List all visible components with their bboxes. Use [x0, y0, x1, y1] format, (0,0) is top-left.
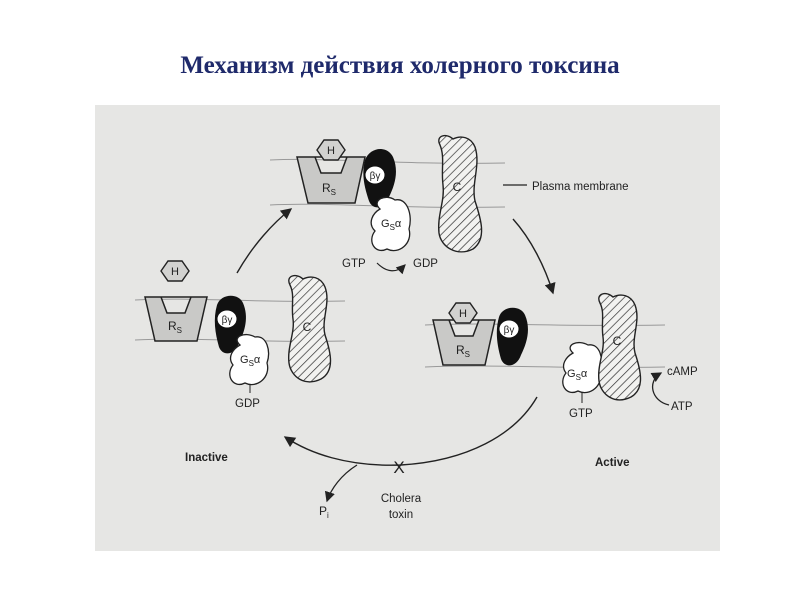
beta-gamma-label-right: βγ [504, 325, 515, 336]
receptor-shape [296, 156, 366, 204]
gs-alpha-label-left: GSα [240, 354, 261, 368]
gtp-label-top: GTP [342, 258, 366, 270]
block-mark: X [393, 458, 404, 477]
gs-alpha-shape-right [562, 341, 603, 394]
hormone-shape-right [448, 302, 478, 324]
free-hormone-label: H [171, 266, 179, 278]
gdp-label-left: GDP [235, 398, 260, 410]
cyclase-label-right: C [613, 334, 622, 348]
gs-alpha-label: GSα [381, 218, 402, 232]
cholera-toxin-diagram: RS H βγ GSα C Plasma membrane GTP GDP H … [95, 105, 720, 551]
gs-alpha-shape [370, 196, 411, 252]
page-title: Механизм действия холерного токсина [180, 52, 620, 79]
receptor-shape-right [432, 319, 496, 366]
beta-gamma-label: βγ [370, 171, 381, 182]
cholera-label: Cholera [381, 493, 422, 505]
receptor-label-right: RS [456, 343, 470, 359]
active-label: Active [595, 457, 630, 469]
arrow-top-to-active [512, 218, 556, 295]
receptor-shape-left [144, 296, 208, 342]
gdp-label-top: GDP [413, 258, 438, 270]
beta-gamma-label-left: βγ [222, 315, 233, 326]
cyclase-shape-left [287, 274, 332, 383]
cycle-arrows [236, 208, 556, 503]
receptor-label-left: RS [168, 319, 182, 335]
inactive-label: Inactive [185, 452, 228, 464]
gtp-label-right: GTP [569, 408, 593, 420]
arrow-inactive-to-top [236, 208, 293, 274]
free-hormone-shape [160, 260, 190, 282]
arrow-pi-release [324, 464, 358, 503]
atp-label: ATP [671, 401, 693, 413]
arrow-active-to-inactive [283, 396, 538, 466]
top-complex: RS H βγ GSα C Plasma membrane GTP GDP [269, 134, 629, 275]
hormone-label: H [327, 145, 335, 157]
cyclase-shape [437, 134, 483, 253]
cyclase-shape-right [597, 292, 642, 401]
toxin-label: toxin [389, 509, 413, 521]
hormone-label-right: H [459, 308, 467, 320]
gs-alpha-shape-left [229, 333, 270, 386]
right-complex: RS H βγ GSα GTP C cAMP ATP Active [424, 292, 698, 469]
gs-alpha-label-right: GSα [567, 368, 588, 382]
diagram-canvas: RS H βγ GSα C Plasma membrane GTP GDP H … [134, 134, 698, 521]
pi-label: Pi [319, 504, 329, 520]
hormone-shape [316, 139, 346, 161]
cyclase-label-left: C [303, 320, 312, 334]
cyclase-label: C [453, 180, 462, 194]
left-complex: H RS βγ GSα GDP C Inactive [134, 260, 346, 464]
camp-label: cAMP [667, 366, 698, 378]
receptor-label: RS [322, 181, 336, 197]
cholera-toxin-block: X Pi Cholera toxin [319, 458, 422, 521]
plasma-membrane-label: Plasma membrane [532, 181, 629, 193]
